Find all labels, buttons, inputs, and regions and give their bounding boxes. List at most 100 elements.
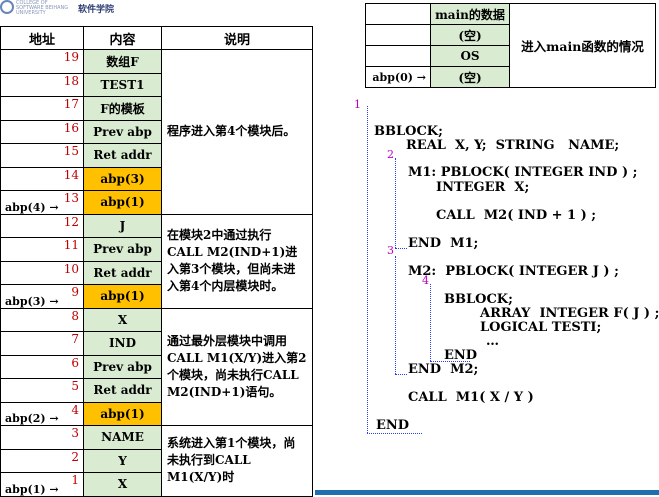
stack-address-number: 11 [63,238,79,252]
stack-address-number: 3 [71,426,79,440]
college-name: 软件学院 [78,5,115,15]
stack-frame-pointer: abp(2) → [5,412,59,425]
stack-address-cell: 8 [0,307,84,332]
stack-content-cell: NAME [83,425,162,450]
code-line: M1: PBLOCK( INTEGER IND ) ; [408,165,638,180]
header-content: 内容 [83,26,162,50]
stack-address-number: 6 [71,355,79,370]
stack-content-cell: IND [83,331,162,356]
stack-address-cell: 10 [0,260,84,285]
main-frame-pointer: abp(0) → [365,66,431,88]
main-frame-cell: (空) [430,66,510,88]
stack-address-number: 12 [63,214,79,229]
main-frame-blank [365,3,431,25]
stack-address-number: 19 [63,50,79,64]
stack-address-cell: 15 [0,143,84,168]
block-3-left-border [395,256,396,374]
block-2-bottom-border [395,248,407,249]
stack-content-cell: TEST1 [83,72,162,97]
stack-address-cell: 7 [0,331,84,356]
stack-content-cell: X [83,472,162,497]
stack-address-cell: 19 [0,49,84,74]
stack-content-cell: abp(1) [83,190,162,215]
code-line: M2: PBLOCK( INTEGER J ) ; [408,264,619,279]
main-frame-cell: main的数据 [430,3,510,25]
stack-frame-pointer: abp(4) → [5,200,59,214]
stack-address-number: 1 [71,473,79,487]
code-line: END M2; [408,362,479,377]
block-level-2-label: 2 [387,148,394,161]
stack-row: 16 Prev abp [0,119,313,144]
stack-header-row: 地址 内容 说明 [0,26,313,50]
main-frame-table: main的数据 进入main函数的情况 (空) OS abp(0) → (空) [365,3,656,88]
stack-address-number: 8 [71,308,79,323]
main-frame-cell: (空) [430,24,510,46]
stack-address-number: 16 [63,120,79,135]
stack-content-cell: 数组F [83,49,162,74]
block-level-3-label: 3 [387,244,394,257]
code-line: REAL X, Y; STRING NAME; [406,138,620,153]
stack-content-cell: abp(1) [83,284,162,309]
code-line: BBLOCK; [444,292,513,307]
stack-address-number: 10 [63,261,79,276]
college-emblem-icon [0,0,14,14]
stack-content-cell: Prev abp [83,237,162,262]
stack-content-cell: X [83,307,162,332]
stack-address-number: 14 [63,167,79,182]
block-3-bottom-border [395,374,407,375]
main-frame-description: 进入main函数的情况 [509,3,656,88]
stack-content-cell: F的模板 [83,96,162,121]
stack-address-cell: 17 [0,96,84,121]
stack-address-cell: 5 [0,378,84,403]
code-line: CALL M1( X / Y ) [408,390,534,405]
code-line: … [486,334,499,349]
code-line: CALL M2( IND + 1 ) ; [436,208,597,223]
code-line: END [376,418,410,433]
stack-address-cell: 16 [0,119,84,144]
stack-address-cell: 18 [0,72,84,97]
slide-bottom-bar [315,490,659,495]
stack-content-cell: Ret addr [83,378,162,403]
stack-row: 11 Prev abp [0,237,313,262]
code-line: END M1; [408,236,479,251]
stack-address-cell: 12 [0,213,84,238]
stack-address-number: 5 [71,379,79,393]
stack-content-cell: Prev abp [83,119,162,144]
college-subtitle: COLLEGE OF SOFTWARE BEIHANG UNIVERSITY [16,0,69,16]
stack-address-cell: 6 [0,354,84,379]
header-address: 地址 [0,26,84,50]
main-frame-cell: OS [430,45,510,67]
stack-content-cell: abp(3) [83,166,162,191]
code-panel: 1 2 3 4 BBLOCK; REAL X, Y; STRING NAME; … [354,98,659,495]
stack-content-cell: Ret addr [83,143,162,168]
stack-row: 5 Ret addr [0,378,313,403]
block-4-bottom-border [430,361,470,362]
code-line: ARRAY INTEGER F( J ) ; [480,306,659,321]
stack-row: 15 Ret addr [0,143,313,168]
stack-content-cell: abp(1) [83,401,162,426]
stack-address-number: 15 [63,144,79,158]
stack-frame-description: 程序进入第4个模块后。 [161,49,313,215]
college-logo: COLLEGE OF SOFTWARE BEIHANG UNIVERSITY 软… [0,0,140,18]
stack-address-number: 9 [71,285,79,299]
header-description: 说明 [161,26,313,50]
stack-content-cell: J [83,213,162,238]
code-line: BBLOCK; [374,124,443,139]
main-frame-blank [365,24,431,46]
block-2-left-border [395,158,396,248]
stack-content-cell: Ret addr [83,260,162,285]
